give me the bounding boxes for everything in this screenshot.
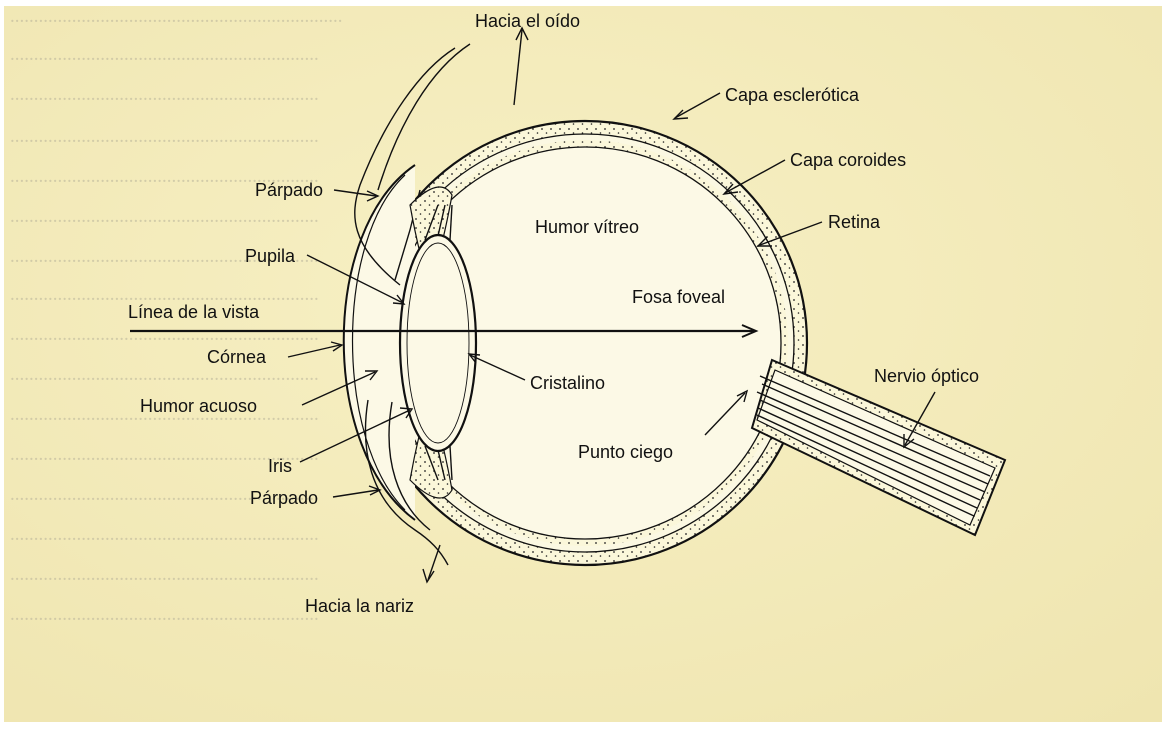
label-capa-coroides: Capa coroides	[790, 150, 906, 170]
svg-text:..............................: ........................................…	[10, 206, 319, 227]
svg-text:..............................: ........................................…	[10, 6, 343, 27]
label-fosa-foveal: Fosa foveal	[632, 287, 725, 307]
label-punto-ciego: Punto ciego	[578, 442, 673, 462]
label-humor-acuoso: Humor acuoso	[140, 396, 257, 416]
svg-text:..............................: ........................................…	[10, 604, 319, 625]
label-hacia-el-oido: Hacia el oído	[475, 11, 580, 31]
label-retina: Retina	[828, 212, 881, 232]
svg-text:..............................: ........................................…	[10, 364, 319, 385]
label-cristalino: Cristalino	[530, 373, 605, 393]
label-linea-de-la-vista: Línea de la vista	[128, 302, 260, 322]
label-parpado-superior: Párpado	[255, 180, 323, 200]
label-hacia-la-nariz: Hacia la nariz	[305, 596, 414, 616]
label-parpado-inferior: Párpado	[250, 488, 318, 508]
svg-text:..............................: ........................................…	[10, 84, 319, 105]
lens	[400, 235, 476, 451]
svg-text:..............................: ........................................…	[10, 324, 319, 345]
svg-text:..............................: ........................................…	[10, 564, 319, 585]
svg-text:..............................: ........................................…	[10, 44, 319, 65]
svg-text:..............................: ........................................…	[10, 524, 319, 545]
label-pupila: Pupila	[245, 246, 296, 266]
label-iris: Iris	[268, 456, 292, 476]
label-cornea: Córnea	[207, 347, 267, 367]
svg-text:..............................: ........................................…	[10, 126, 319, 147]
label-nervio-optico: Nervio óptico	[874, 366, 979, 386]
label-capa-esclerotica: Capa esclerótica	[725, 85, 860, 105]
label-humor-vitreo: Humor vítreo	[535, 217, 639, 237]
